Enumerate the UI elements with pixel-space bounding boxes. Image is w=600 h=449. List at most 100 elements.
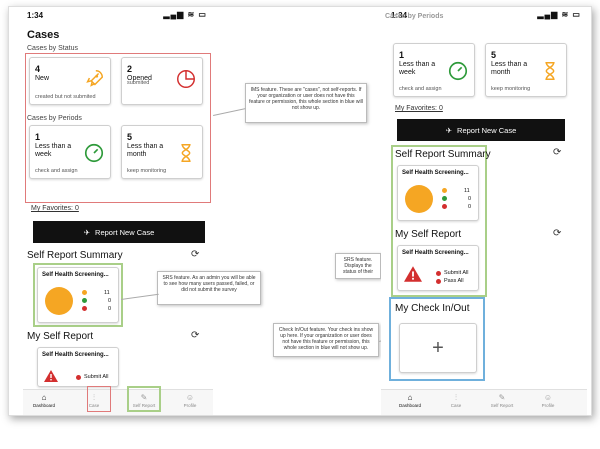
case-card-opened[interactable]: 2 Opened submited: [121, 57, 203, 105]
my-favorites-link[interactable]: My Favorites: 0: [395, 105, 443, 112]
ims-highlight: [25, 53, 211, 203]
summary-donut: [45, 287, 73, 315]
gauge-icon: [448, 61, 468, 81]
case-desc: created but not submited: [35, 94, 96, 100]
case-label: Less than a week: [35, 143, 72, 158]
hourglass-icon: [181, 144, 191, 162]
case-label: Less than a week: [399, 61, 436, 76]
dot-red: [76, 374, 81, 380]
status-time: 1:34: [27, 11, 44, 20]
tab-profile[interactable]: ☺ Profile: [531, 393, 565, 408]
summary-value: 11: [104, 290, 110, 296]
refresh-icon[interactable]: ⟳: [553, 147, 562, 158]
summary-value: 0: [108, 306, 112, 312]
tab-self-report[interactable]: ✎ Self Report: [485, 393, 519, 408]
cases-by-status-label: Cases by Status: [27, 45, 78, 52]
my-favorites-link[interactable]: My Favorites: 0: [31, 205, 79, 212]
case-tab-highlight: [87, 386, 111, 412]
case-count: 4: [35, 64, 41, 74]
tab-dashboard[interactable]: ⌂ Dashboard: [393, 393, 427, 408]
summary-card[interactable]: Self Health Screening... 11 0 0: [37, 267, 119, 323]
case-desc: keep monitoring: [491, 86, 531, 92]
summary-value: 0: [468, 196, 472, 202]
case-count: 1: [35, 132, 41, 142]
summary-card-title: Self Health Screening...: [402, 170, 469, 176]
screenshot-frame: 1:34 ▂▄▆ ≋ ▭ Cases Cases by Status 4 New…: [8, 6, 592, 416]
my-self-report-title: My Self Report: [395, 229, 462, 240]
add-check-in-button[interactable]: +: [399, 323, 477, 373]
my-report-card[interactable]: Self Health Screening... Submit All Pass…: [397, 245, 479, 291]
warning-icon: [404, 266, 422, 282]
status-icons: ▂▄▆ ≋ ▭: [163, 10, 207, 19]
edit-icon: ✎: [140, 393, 148, 402]
refresh-icon[interactable]: ⟳: [191, 249, 200, 260]
self-report-summary-title: Self Report Summary: [27, 250, 123, 261]
sliders-icon: ⫶: [455, 393, 457, 402]
dot-green: [442, 196, 447, 201]
plus-icon: +: [432, 336, 444, 359]
case-count: 2: [127, 64, 133, 74]
rocket-icon: ✈: [445, 125, 453, 135]
tab-profile[interactable]: ☺ Profile: [173, 393, 207, 408]
refresh-icon[interactable]: ⟳: [553, 228, 562, 239]
case-label: Less than a month: [127, 143, 164, 158]
srs-status-callout: SRS feature. Displays the status of thei…: [335, 253, 381, 279]
case-count: 1: [399, 50, 405, 60]
case-desc: check and assign: [399, 86, 442, 92]
ims-callout: IMS feature. These are "cases", not self…: [245, 83, 367, 123]
status-icons: ▂▄▆ ≋ ▭: [537, 10, 581, 19]
case-label: New: [35, 75, 50, 82]
srs-admin-callout: SRS feature. As an admin you will be abl…: [157, 271, 261, 305]
summary-card[interactable]: Self Health Screening... 11 0 0: [397, 165, 479, 221]
user-icon: ☺: [543, 393, 553, 402]
tab-case[interactable]: ⫶ Case: [77, 393, 111, 408]
case-desc: keep monitoring: [127, 168, 167, 174]
summary-value: 11: [464, 188, 470, 194]
dot-red: [436, 270, 441, 276]
hourglass-icon: [545, 62, 555, 80]
tab-dashboard[interactable]: ⌂ Dashboard: [27, 393, 61, 408]
case-card-week[interactable]: 1 Less than a week check and assign: [393, 43, 475, 97]
srs-highlight: [33, 263, 123, 327]
my-self-report-title: My Self Report: [27, 331, 94, 342]
case-card-week[interactable]: 1 Less than a week check and assign: [29, 125, 111, 179]
summary-value: 0: [108, 298, 112, 304]
case-card-month[interactable]: 5 Less than a month keep monitoring: [485, 43, 567, 97]
summary-card-title: Self Health Screening...: [42, 272, 109, 278]
tab-case[interactable]: ⫶ Case: [439, 393, 473, 408]
tab-bar: ⌂ Dashboard ⫶ Case ✎ Self Report ☺ Profi…: [381, 389, 587, 415]
my-card-status: Submit All: [84, 374, 109, 380]
edit-icon: ✎: [498, 393, 506, 402]
status-bar: 1:34 ▂▄▆ ≋ ▭: [23, 7, 213, 23]
dot-red: [82, 306, 87, 311]
report-new-case-button[interactable]: ✈ Report New Case: [397, 119, 565, 141]
ims-callout-line: [213, 108, 246, 116]
tab-self-report[interactable]: ✎ Self Report: [127, 393, 161, 408]
case-count: 5: [127, 132, 133, 142]
my-card-status: Pass All: [444, 278, 464, 284]
cases-title: Cases: [27, 29, 60, 41]
case-card-month[interactable]: 5 Less than a month keep monitoring: [121, 125, 203, 179]
pie-icon: [177, 70, 195, 88]
self-report-summary-title: Self Report Summary: [395, 149, 491, 160]
case-label: Less than a month: [491, 61, 528, 76]
status-time: 1:34: [391, 11, 408, 20]
gauge-icon: [84, 143, 104, 163]
rocket-icon: ✈: [83, 227, 91, 237]
check-in-out-title: My Check In/Out: [395, 303, 470, 314]
my-card-title: Self Health Screening...: [42, 352, 109, 358]
case-card-new[interactable]: 4 New created but not submited: [29, 57, 111, 105]
dot-red: [436, 278, 441, 284]
report-new-case-button[interactable]: ✈ Report New Case: [33, 221, 205, 243]
case-count: 5: [491, 50, 497, 60]
rocket-icon: [86, 70, 103, 87]
dot-orange: [442, 188, 447, 193]
dot-green: [82, 298, 87, 303]
my-report-card[interactable]: Self Health Screening... Submit All: [37, 347, 119, 387]
cases-by-periods-label: Cases by Periods: [27, 115, 82, 122]
refresh-icon[interactable]: ⟳: [191, 330, 200, 341]
dot-orange: [82, 290, 87, 295]
my-card-title: Self Health Screening...: [402, 250, 469, 256]
user-icon: ☺: [185, 393, 195, 402]
phone-right: 1:34 Cases by Periods ▂▄▆ ≋ ▭ 1 Less tha…: [381, 7, 587, 415]
